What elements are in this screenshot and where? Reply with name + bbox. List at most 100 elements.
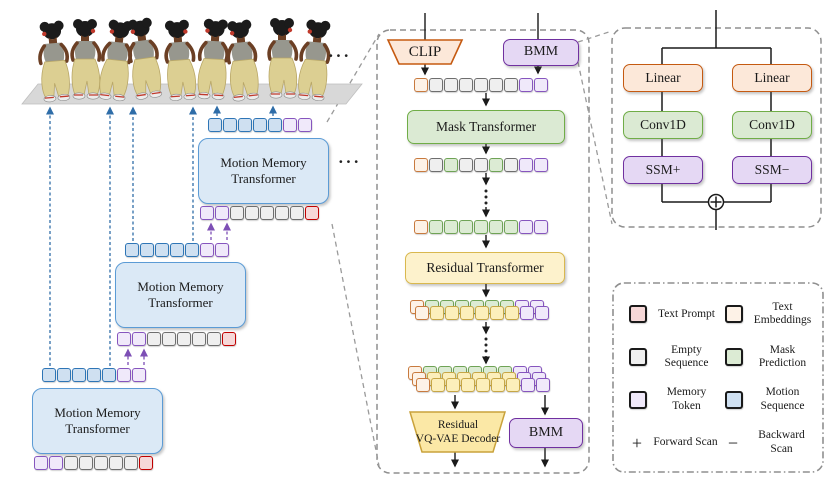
blue-token	[155, 243, 169, 257]
yellow-token	[505, 306, 519, 320]
legend-item-forward-scan: + Forward Scan	[623, 421, 719, 464]
legend-panel: Text Prompt Text Embeddings Empty Sequen…	[613, 283, 823, 472]
purple-token	[49, 456, 63, 470]
gray-token	[444, 78, 458, 92]
motion-output-row-1	[42, 368, 146, 382]
purple-token	[200, 206, 214, 220]
text-prompt-swatch-icon	[629, 305, 647, 324]
middle-flow-arrows	[421, 13, 549, 468]
partial-mask-prediction-row	[414, 158, 548, 172]
gray-token	[245, 206, 259, 220]
yellow-token	[445, 306, 459, 320]
middle-panel-border	[376, 29, 590, 474]
gray-token	[474, 78, 488, 92]
purple-token	[520, 306, 534, 320]
purple-token	[535, 306, 549, 320]
gray-token	[504, 78, 518, 92]
legend-item-backward-scan: − Backward Scan	[719, 421, 815, 464]
green-token	[444, 158, 458, 172]
legend-label: Forward Scan	[653, 435, 718, 448]
green-token	[504, 220, 518, 234]
legend-label: Empty Sequence	[664, 343, 709, 370]
conv1d-left-box: Conv1D	[623, 111, 703, 139]
yellow-token	[476, 378, 490, 392]
blue-token	[42, 368, 56, 382]
blue-token	[170, 243, 184, 257]
memory-token-swatch-icon	[629, 390, 647, 409]
yellow-token	[461, 378, 475, 392]
vqvae-decoder-label-line1: Residual	[437, 418, 479, 431]
motion-output-row-3	[208, 118, 312, 132]
red-token	[139, 456, 153, 470]
legend-item-empty-sequence: Empty Sequence	[623, 336, 719, 379]
legend-label: Text Embeddings	[753, 300, 812, 327]
minus-icon: −	[727, 432, 739, 453]
orange-token	[414, 158, 428, 172]
gray-token	[207, 332, 221, 346]
block-label: Motion Memory Transformer	[220, 155, 307, 186]
orange-token	[415, 306, 429, 320]
motion-memory-transformer-block-2: Motion Memory Transformer	[115, 262, 246, 328]
green-token	[489, 158, 503, 172]
mask-transformer-box: Mask Transformer	[407, 110, 565, 144]
purple-token	[534, 78, 548, 92]
gray-token	[260, 206, 274, 220]
blue-token	[185, 243, 199, 257]
purple-token	[132, 368, 146, 382]
motion-output-row-2	[125, 243, 229, 257]
green-token	[459, 220, 473, 234]
legend-label: Memory Token	[666, 386, 707, 412]
purple-token	[215, 243, 229, 257]
purple-token	[298, 118, 312, 132]
green-token	[444, 220, 458, 234]
orange-token	[414, 220, 428, 234]
motion-sequence-arrows	[46, 105, 277, 366]
orange-token	[416, 378, 430, 392]
residual-stack1-front-row	[415, 306, 549, 320]
green-token	[489, 220, 503, 234]
blue-token	[253, 118, 267, 132]
gray-token	[147, 332, 161, 346]
zoom-cone-lines	[326, 30, 613, 467]
gray-token	[79, 456, 93, 470]
gray-token	[109, 456, 123, 470]
dancer-figure	[267, 16, 299, 101]
purple-token	[215, 206, 229, 220]
vertical-dots	[484, 189, 488, 353]
legend-item-text-prompt: Text Prompt	[623, 293, 719, 336]
yellow-token	[430, 306, 444, 320]
blue-token	[238, 118, 252, 132]
legend-item-text-embeddings: Text Embeddings	[719, 293, 815, 336]
clip-encoder-shape	[386, 39, 464, 65]
yellow-token	[446, 378, 460, 392]
vqvae-decoder-shape	[408, 411, 507, 453]
vqvae-decoder-label-line2: VQ-VAE Decoder	[415, 433, 501, 445]
gray-token	[162, 332, 176, 346]
green-token	[474, 220, 488, 234]
gray-token	[459, 158, 473, 172]
linear-left-box: Linear	[623, 64, 703, 92]
legend-panel-border	[612, 282, 824, 473]
legend-label: Motion Sequence	[760, 386, 805, 412]
dancer-figure	[70, 17, 102, 102]
yellow-token	[491, 378, 505, 392]
blue-token	[223, 118, 237, 132]
blue-token	[125, 243, 139, 257]
embedded-sequence-row	[414, 78, 548, 92]
ssm-forward-box: SSM+	[623, 156, 703, 184]
gray-token	[504, 158, 518, 172]
memory-token-arrows	[124, 222, 231, 365]
legend-item-memory-token: Memory Token	[623, 379, 719, 422]
purple-token	[521, 378, 535, 392]
gray-token	[489, 78, 503, 92]
block-label: Motion Memory Transformer	[137, 279, 224, 310]
yellow-token	[490, 306, 504, 320]
ssm-backward-box: SSM−	[732, 156, 812, 184]
motion-sequence-swatch-icon	[725, 390, 743, 409]
sum-icon	[707, 193, 725, 211]
blue-token	[208, 118, 222, 132]
gray-token	[275, 206, 289, 220]
residual-stack2-front-row	[416, 378, 550, 392]
